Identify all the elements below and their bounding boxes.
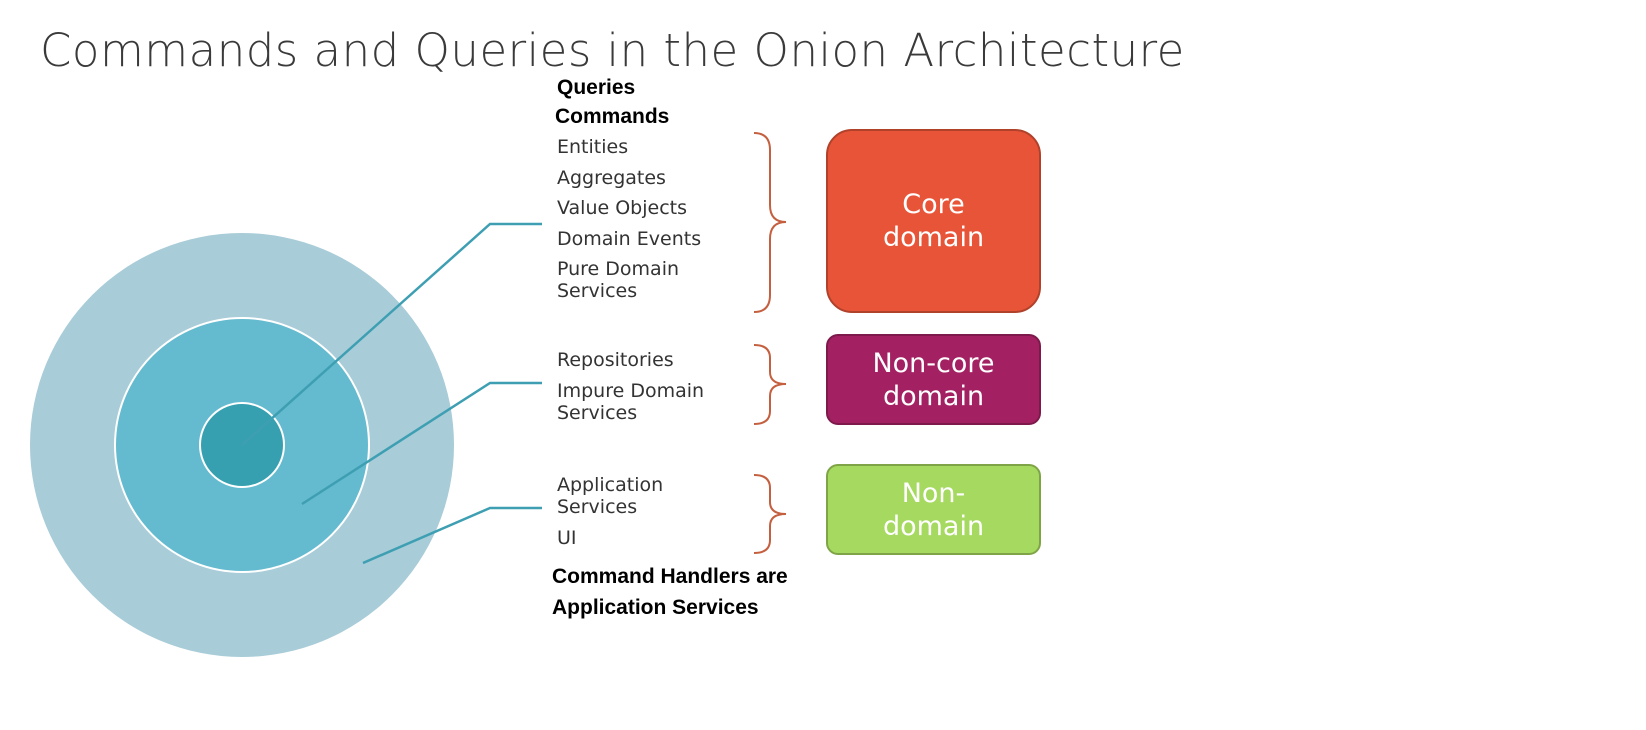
core-item-domain-events: Domain Events: [557, 228, 702, 250]
nondomain-label: Non- domain: [882, 477, 985, 542]
core-item-pure-domain: Pure Domain: [557, 258, 680, 280]
core-item-aggregates: Aggregates: [557, 167, 666, 189]
queries-label: Queries: [557, 76, 636, 99]
nondomain-item-application: Application: [557, 474, 664, 496]
core-domain-box: Core domain: [826, 129, 1041, 313]
core-brace: [753, 132, 787, 313]
commands-label: Commands: [555, 105, 670, 128]
noncore-domain-box: Non-core domain: [826, 334, 1041, 425]
noncore-item-repositories: Repositories: [557, 349, 674, 371]
nondomain-brace: [753, 474, 787, 554]
noncore-connector-line: [301, 381, 542, 506]
handlers-note-line2: Application Services: [552, 596, 759, 619]
nondomain-item-ui: UI: [557, 527, 577, 549]
nondomain-item-services: Services: [557, 496, 638, 518]
nondomain-box: Non- domain: [826, 464, 1041, 555]
page-title: Commands and Queries in the Onion Archit…: [40, 24, 1185, 77]
core-item-entities: Entities: [557, 136, 629, 158]
core-domain-label: Core domain: [882, 189, 985, 253]
core-item-value-objects: Value Objects: [557, 197, 687, 219]
nondomain-connector-line: [362, 506, 542, 565]
noncore-item-impure-domain: Impure Domain: [557, 380, 705, 402]
core-item-services: Services: [557, 280, 638, 302]
noncore-brace: [753, 344, 787, 425]
core-connector-line: [241, 222, 542, 446]
noncore-item-services: Services: [557, 402, 638, 424]
noncore-domain-label: Non-core domain: [872, 347, 995, 412]
handlers-note-line1: Command Handlers are: [552, 565, 788, 588]
